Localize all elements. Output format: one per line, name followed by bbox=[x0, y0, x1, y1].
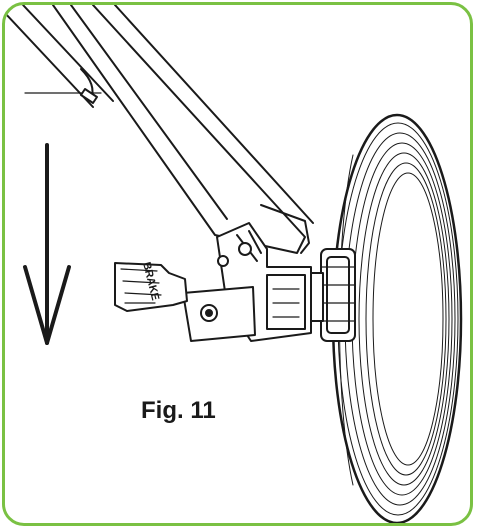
brake-pedal: BRAKE bbox=[114, 261, 188, 312]
cart-wheel-brake-illustration: BRAKE bbox=[5, 5, 463, 523]
arrow-down-icon bbox=[23, 143, 71, 345]
brake-housing bbox=[182, 222, 312, 342]
frame-strut bbox=[5, 5, 114, 108]
figure-frame: BRAKE Fig. 11 bbox=[2, 2, 473, 526]
figure-caption: Fig. 11 bbox=[141, 397, 216, 424]
wheel-hub bbox=[304, 248, 356, 342]
leg-tube bbox=[52, 5, 314, 254]
